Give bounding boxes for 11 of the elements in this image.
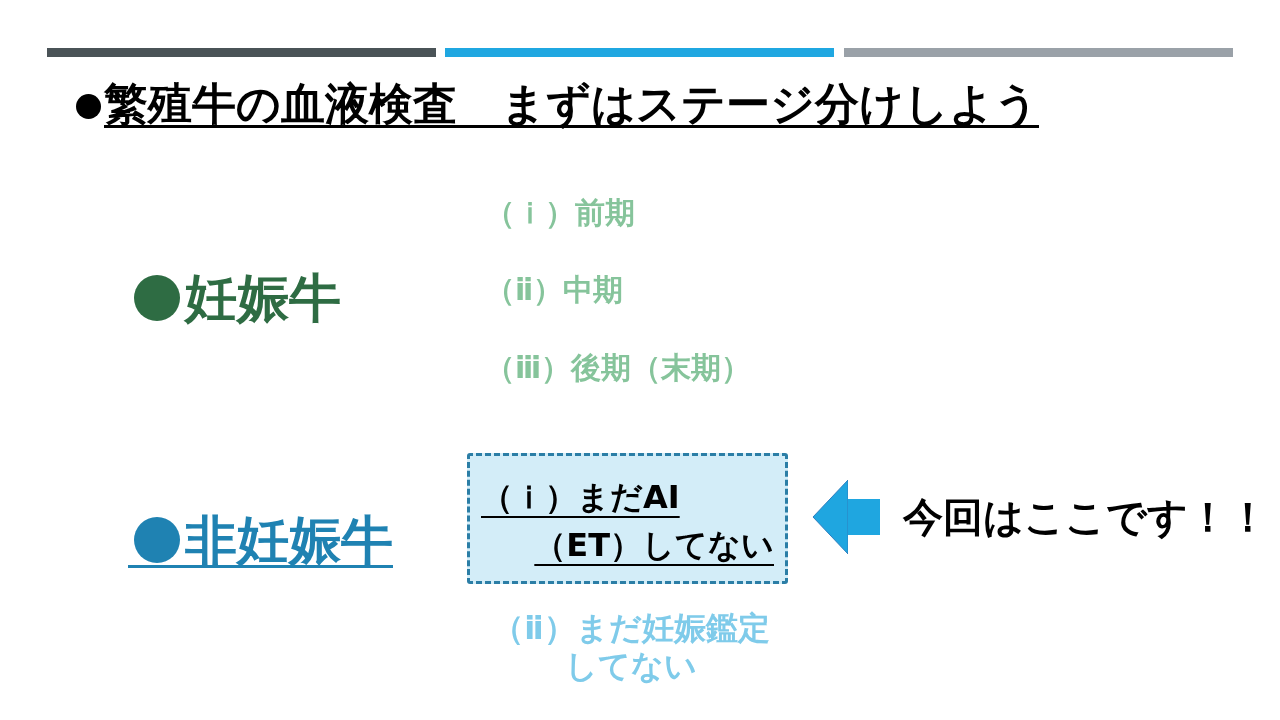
slide-title: 繁殖牛の血液検査 まずはステージ分けしよう	[104, 78, 1039, 130]
callout-text: 今回はここです！！	[903, 492, 1268, 542]
stage-label: （ⅱ）中期	[485, 272, 624, 308]
highlight-box	[467, 453, 788, 584]
block-arrow	[812, 479, 880, 555]
stage-label: （ⅱ）まだ妊娠鑑定してない	[491, 609, 771, 685]
category-heading: 妊娠牛	[185, 267, 341, 329]
stage-label: （ｉ）前期	[485, 195, 635, 231]
stage-label: （ⅲ）後期（末期）	[485, 350, 752, 386]
stage-label: （ｉ）まだAI（ET）してない	[481, 477, 774, 566]
category-heading: 非妊娠牛	[185, 509, 393, 571]
